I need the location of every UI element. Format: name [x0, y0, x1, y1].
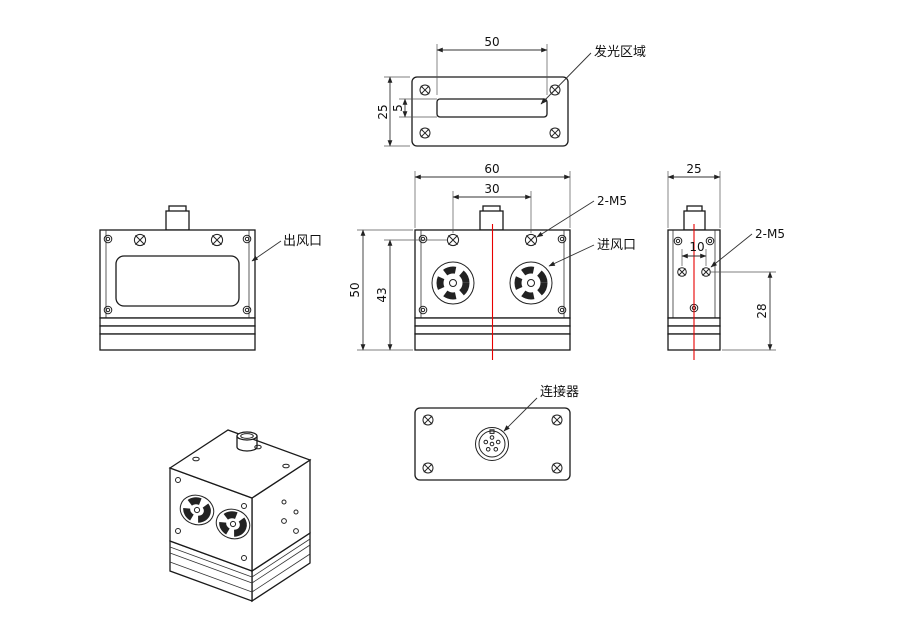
dim-front-height: 50 — [348, 282, 362, 297]
view-isometric — [168, 429, 312, 603]
iso-top-face — [168, 429, 312, 499]
left-connector-stub — [165, 210, 190, 231]
dim-side-hole-span: 10 — [689, 240, 704, 254]
leader-thread-front — [536, 200, 595, 238]
dim-side-hole-to-bottom: 28 — [755, 303, 769, 318]
label-emitting-area: 发光区域 — [594, 44, 646, 60]
left-view-body — [99, 229, 256, 319]
view-front: 60 30 50 43 2-M5 进风口 — [348, 162, 636, 360]
leader-emitting-area — [540, 52, 592, 105]
bottom-view-body — [414, 407, 571, 481]
emitting-area — [436, 98, 548, 118]
view-front-left: 出风口 — [99, 205, 322, 351]
air-outlet-opening — [115, 255, 240, 307]
view-top: 50 25 5 发光区域 — [376, 35, 646, 147]
leader-air-outlet — [251, 240, 282, 262]
leader-thread-side — [710, 233, 753, 268]
dim-top-width: 50 — [484, 35, 499, 49]
iso-fan-vent-left — [179, 494, 215, 526]
dim-front-hole-to-bottom: 43 — [375, 287, 389, 302]
label-connector: 连接器 — [540, 384, 579, 400]
label-air-inlet: 进风口 — [597, 238, 636, 253]
iso-connector-cylinder — [236, 431, 258, 452]
leader-air-inlet — [548, 244, 595, 267]
dim-top-depth: 25 — [376, 104, 390, 119]
label-thread-front: 2-M5 — [597, 194, 627, 208]
connector-socket — [475, 427, 509, 461]
front-connector-stub — [479, 210, 504, 231]
top-view-body — [411, 76, 569, 147]
view-bottom: 连接器 — [414, 384, 579, 481]
dim-front-width: 60 — [484, 162, 499, 176]
dim-side-depth: 25 — [686, 162, 701, 176]
view-side: 25 10 28 2-M5 — [667, 162, 785, 360]
leader-connector — [503, 397, 538, 432]
dim-front-hole-span: 30 — [484, 182, 499, 196]
label-thread-side: 2-M5 — [755, 227, 785, 241]
label-air-outlet: 出风口 — [283, 234, 322, 249]
iso-fan-vent-right — [215, 508, 251, 540]
dim-emit-height: 5 — [391, 104, 405, 112]
